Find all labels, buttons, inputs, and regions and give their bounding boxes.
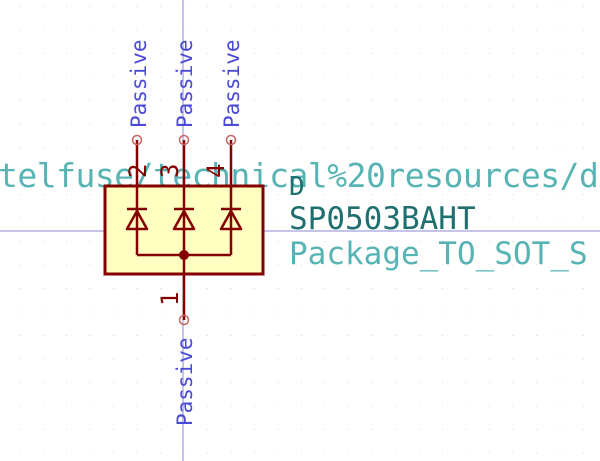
- junction-dot: [179, 250, 189, 260]
- pin-number: 2: [124, 164, 152, 178]
- pin-2[interactable]: [131, 134, 143, 187]
- diode-icon: [172, 207, 196, 231]
- pin-number: 4: [202, 164, 230, 178]
- pin-3[interactable]: [178, 134, 190, 187]
- pin-4[interactable]: [225, 134, 237, 187]
- pin-type-label: Passive: [173, 337, 197, 426]
- grid-dots: [19, 6, 584, 454]
- tvs-diode-array: [125, 186, 243, 274]
- pin-1[interactable]: [178, 274, 190, 326]
- pin-number: 1: [156, 292, 184, 306]
- reference-field[interactable]: D: [289, 172, 305, 202]
- datasheet-field[interactable]: telfuse/technical%20resources/doc: [0, 156, 600, 195]
- diode-icon: [219, 207, 243, 231]
- value-field[interactable]: SP0503BAHT: [289, 201, 476, 237]
- pin-type-label: Passive: [173, 39, 197, 128]
- pin-type-label: Passive: [220, 39, 244, 128]
- diode-icon: [125, 207, 149, 231]
- pin-type-label: Passive: [127, 39, 151, 128]
- pin-number: 3: [156, 164, 184, 178]
- footprint-field[interactable]: Package_TO_SOT_S: [289, 236, 588, 272]
